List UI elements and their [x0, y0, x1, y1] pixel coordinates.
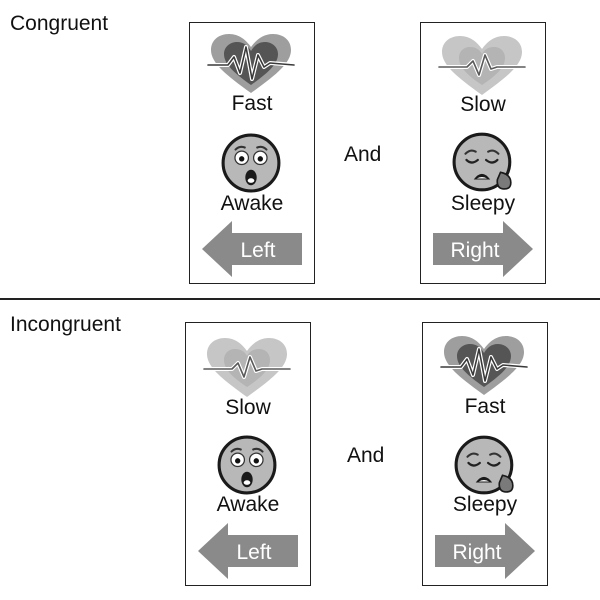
card-bottom-left: Slow Awake Left [185, 322, 311, 586]
astonished-face-icon [216, 434, 278, 496]
right-arrow-icon: Right [433, 221, 533, 277]
astonished-face-icon [220, 132, 282, 194]
heartbeat-slow-icon [201, 337, 293, 399]
connector-and: And [347, 444, 385, 467]
sleepy-face-icon [453, 434, 519, 496]
state-word: Sleepy [450, 192, 516, 215]
section-divider [0, 298, 600, 300]
card-bottom-right: Fast Sleepy Right [422, 322, 548, 586]
arrow-label: Right [452, 541, 501, 564]
card-top-right: Slow Sleepy Right [420, 22, 546, 284]
state-word: Awake [220, 192, 284, 215]
heart-rate-word: Slow [225, 396, 271, 419]
state-word: Sleepy [452, 493, 518, 516]
sleepy-face-icon [451, 131, 517, 193]
heart-rate-word: Slow [460, 93, 506, 116]
heart-rate-word: Fast [464, 395, 506, 418]
left-arrow-icon: Left [202, 221, 302, 277]
card-top-left: Fast Awake Left [189, 22, 315, 284]
section-label-incongruent: Incongruent [10, 313, 121, 336]
heartbeat-fast-icon [438, 335, 530, 397]
arrow-label: Left [240, 239, 275, 262]
heartbeat-slow-icon [436, 35, 528, 97]
heartbeat-fast-icon [205, 33, 297, 95]
left-arrow-icon: Left [198, 523, 298, 579]
heart-rate-word: Fast [231, 92, 273, 115]
arrow-label: Left [236, 541, 271, 564]
section-label-congruent: Congruent [10, 12, 109, 35]
state-word: Awake [216, 493, 280, 516]
right-arrow-icon: Right [435, 523, 535, 579]
arrow-label: Right [450, 239, 499, 262]
connector-and: And [344, 143, 382, 166]
